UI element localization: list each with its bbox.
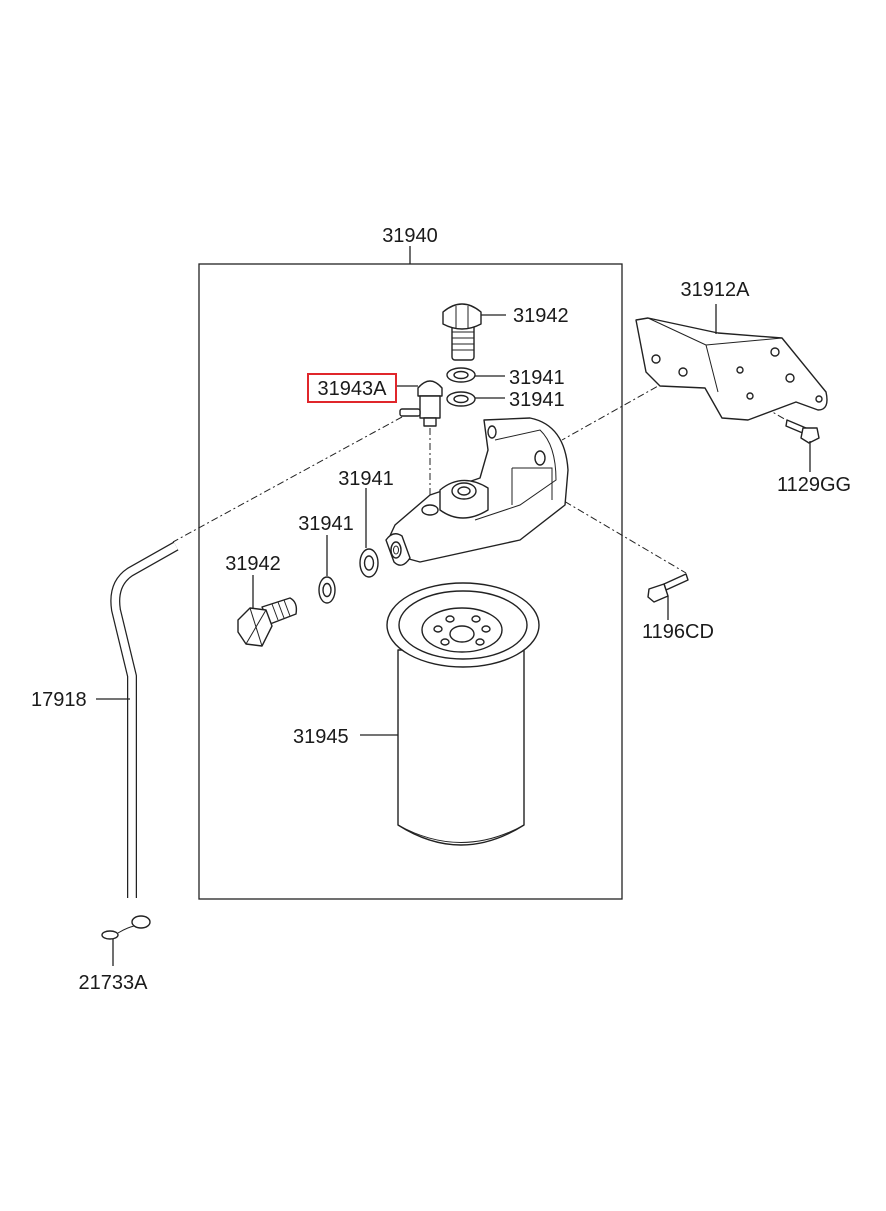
label-filter-cartridge: 31945 [293,726,349,748]
label-top-washer-2: 31941 [509,389,565,411]
side-banjo-bolt [237,575,298,647]
highlight-box [307,373,397,403]
label-clip: 21733A [79,972,149,994]
top-washers [446,367,505,407]
label-mid-washer-1: 31941 [338,468,394,490]
hose-clip [101,915,151,966]
label-fuel-tube: 17918 [31,689,87,711]
filter-head [385,417,569,566]
label-top-bolt: 31942 [513,305,569,327]
side-washers [318,488,379,604]
bracket-bolt [785,419,820,472]
bleeder-fitting [397,380,443,427]
label-bracket: 31912A [681,279,751,301]
label-bracket-bolt: 1129GG [777,474,851,496]
label-highlighted-fitting[interactable]: 31943A [318,378,388,400]
mounting-bracket [635,304,828,421]
filter-cartridge [360,582,540,846]
label-mount-bolt: 1196CD [642,621,714,643]
fuel-tube [96,541,179,898]
label-mid-washer-2: 31941 [298,513,354,535]
label-side-bolt: 31942 [225,553,281,575]
top-banjo-bolt [442,303,506,361]
label-assembly: 31940 [382,225,438,247]
label-top-washer-1: 31941 [509,367,565,389]
mount-bolt [647,573,689,620]
